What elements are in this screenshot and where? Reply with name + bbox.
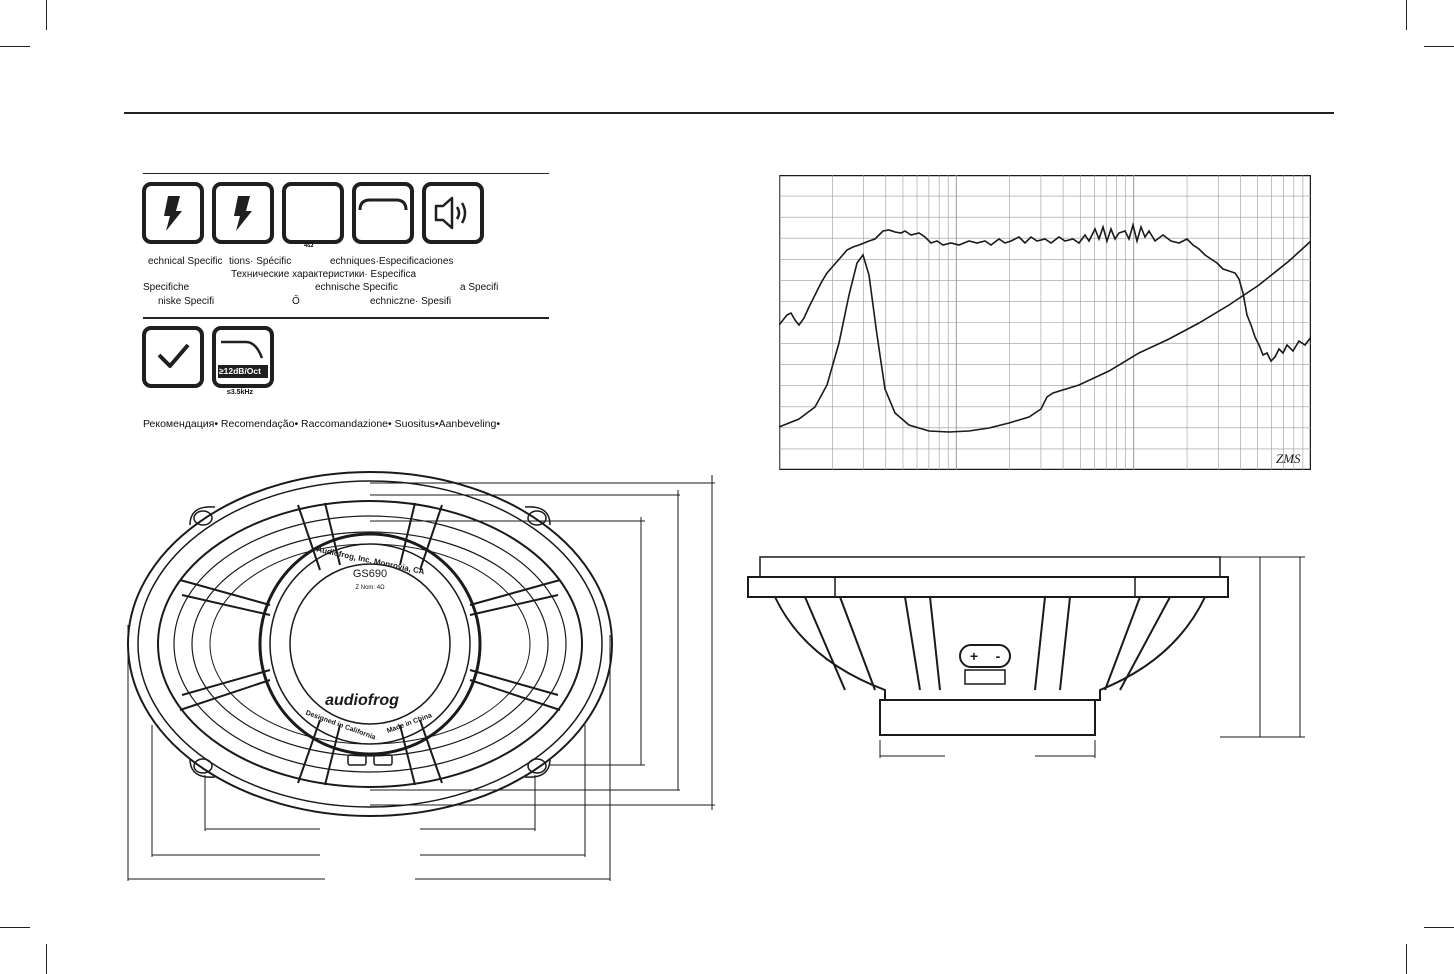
peak-power-icon-box (212, 182, 274, 244)
mount-hole (527, 758, 547, 774)
spec-text-line4a: niske Specifi (158, 296, 215, 307)
crop-mark (1406, 0, 1407, 30)
side-flange (759, 556, 1221, 578)
crop-mark (46, 944, 47, 974)
front-model: GS690 (353, 568, 387, 580)
lightning-icon (234, 196, 252, 231)
lightning-icon (164, 196, 182, 231)
terminal-tab (347, 754, 367, 766)
cone-ring-2 (191, 531, 549, 757)
spec-text-line3a: Specifiche (143, 282, 190, 293)
crop-mark (0, 927, 30, 928)
mount-hole (193, 510, 213, 526)
crossover-caption: ≤3.5kHz (227, 389, 254, 396)
spec-text-line4c: echniczne· Spesifi (370, 296, 452, 307)
side-rim (747, 576, 1229, 598)
power-icon-box (142, 182, 204, 244)
spec-text-line3c: a Specifi (460, 282, 499, 293)
mount-hole (527, 510, 547, 526)
impedance-icon-box (282, 182, 344, 244)
response-graph: ZMS (779, 175, 1311, 470)
dust-cap (289, 563, 451, 725)
frequency-response-icon-box (352, 182, 414, 244)
frequency-response-curve (779, 221, 1311, 363)
spec-text-line2: Технические характеристики· Especifica (231, 269, 417, 280)
surround (157, 500, 583, 788)
graph-grid (779, 175, 1311, 470)
front-logo: audiofrog (325, 692, 399, 709)
frequency-response-icon (358, 198, 408, 211)
crossover-icon-box: ≥12dB/Oct (212, 326, 274, 388)
mount-hole (193, 758, 213, 774)
crop-mark (1406, 944, 1407, 974)
spec-text-line1a: echnical Specific (148, 256, 223, 267)
motor-ring (258, 532, 482, 756)
impedance-curve (779, 240, 1311, 433)
crop-mark (1424, 927, 1454, 928)
terminal-tab (373, 754, 393, 766)
speaker-front-view: Audiofrog, Inc. Monrovia, CA GS690 Z Nom… (127, 471, 715, 881)
spec-top-rule (143, 173, 549, 174)
front-nominal: Z Nom: 4Ω (355, 585, 385, 591)
side-terminal-minus: - (996, 648, 1001, 664)
front-footer-left: Designed in California (305, 710, 377, 742)
graph-badge: ZMS (1276, 451, 1301, 466)
speaker-icon-box (422, 182, 484, 244)
terminal-block (959, 644, 1011, 668)
outer-frame-inner (137, 480, 603, 808)
side-terminal-plus: + (970, 648, 978, 664)
front-footer-right: Made in China (386, 712, 433, 735)
header-rule (124, 112, 1334, 114)
spec-text-line3b: echnische Specific (315, 282, 398, 293)
impedance-icon (286, 186, 340, 240)
recommendation-icon-box (142, 326, 204, 388)
checkmark-icon (157, 343, 190, 368)
motor-ring-inner (269, 543, 471, 745)
impedance-caption: 4Ω (304, 242, 314, 249)
side-motor (879, 699, 1096, 736)
cone-ring-1 (173, 515, 567, 773)
crop-mark (0, 46, 30, 47)
spec-mid-rule (143, 317, 549, 319)
outer-frame (127, 471, 613, 817)
crossover-slope-icon (218, 340, 268, 378)
crop-mark (46, 0, 47, 30)
crossover-slope-label: ≥12dB/Oct (219, 366, 261, 376)
recommendation-text: Рекомендация• Recomendação• Raccomandazi… (143, 418, 501, 430)
speaker-icon (434, 196, 467, 230)
crop-mark (1424, 46, 1454, 47)
spec-text-line4b: Ő (292, 296, 300, 307)
spec-text-line1b: tions· Spécific (229, 256, 292, 267)
speaker-side-view: + - (747, 556, 1305, 758)
spec-text-line1c: echniques·Especificaciones (330, 256, 454, 267)
